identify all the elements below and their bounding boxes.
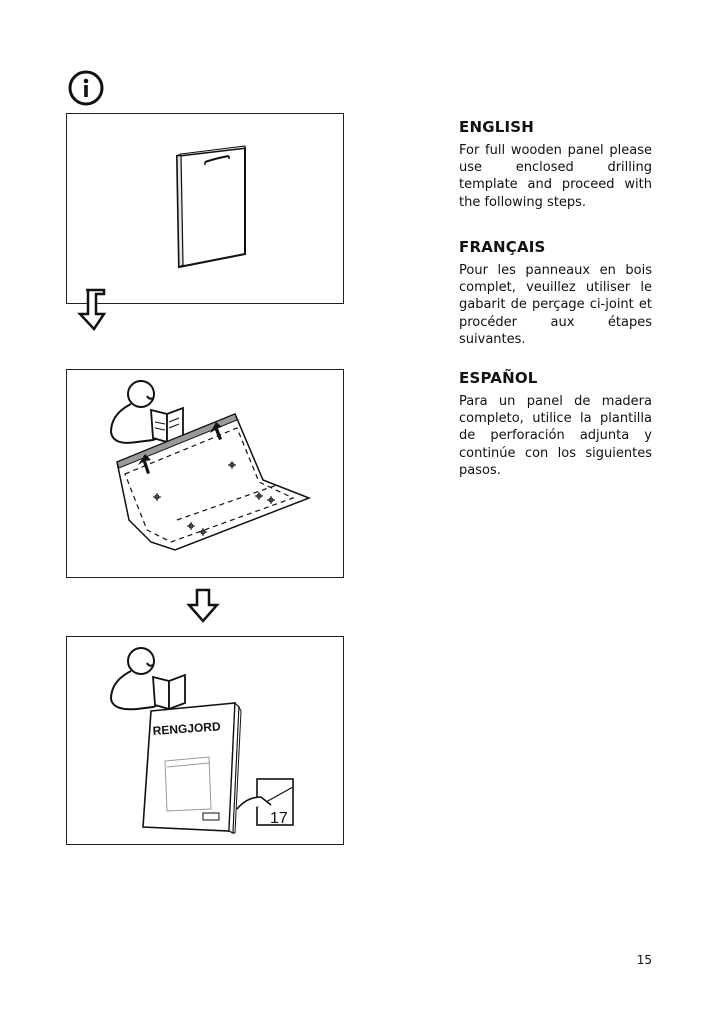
door-panel-illustration [66,113,344,304]
section-title: FRANÇAIS [459,238,546,256]
section-body: Para un panel de madera completo, utilic… [459,394,652,478]
section-spanish: ESPAÑOL Para un panel de madera completo… [459,369,652,479]
info-circle-icon [68,70,104,106]
book-icon [150,406,184,444]
manual-reference-illustration: RENGJORD 17 [66,636,344,845]
section-body: Pour les panneaux en bois complet, veuil… [459,263,652,347]
page-reference-icon: 17 [236,778,294,827]
down-arrow-icon [77,288,107,332]
person-reading-icon [109,647,164,711]
dishwasher-sketch [164,756,212,812]
section-title: ENGLISH [459,118,535,136]
section-title: ESPAÑOL [459,369,538,387]
section-french: FRANÇAIS Pour les panneaux en bois compl… [459,238,652,348]
section-body: For full wooden panel please use enclose… [459,143,652,210]
book-icon [152,673,186,711]
manual-title: RENGJORD [152,719,221,738]
drilling-template-illustration [66,369,344,578]
page-number: 15 [636,953,652,967]
down-arrow-icon [186,588,220,623]
drill-mark-icon [153,461,275,536]
page-reference-number: 17 [270,810,288,827]
person-reading-icon [109,380,164,444]
section-english: ENGLISH For full wooden panel please use… [459,118,652,211]
